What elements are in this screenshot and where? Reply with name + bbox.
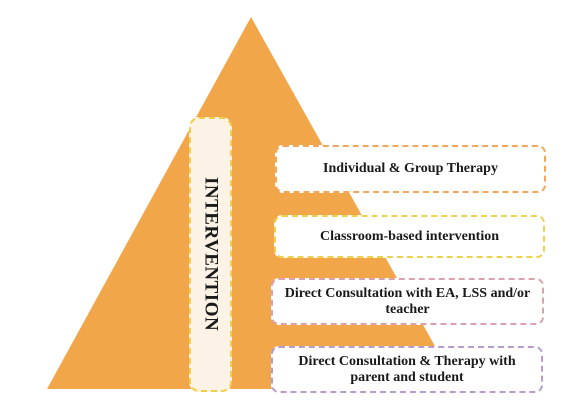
tier-direct-consultation-family: Direct Consultation & Therapy with paren… xyxy=(271,346,543,393)
intervention-label: INTERVENTION xyxy=(200,177,222,332)
tier-direct-consultation-staff: Direct Consultation with EA, LSS and/or … xyxy=(271,278,544,325)
tier-individual-group-therapy: Individual & Group Therapy xyxy=(275,145,546,193)
pyramid-triangle xyxy=(47,17,459,389)
tier-classroom-intervention: Classroom-based intervention xyxy=(274,215,545,258)
intervention-banner: INTERVENTION xyxy=(189,117,232,392)
